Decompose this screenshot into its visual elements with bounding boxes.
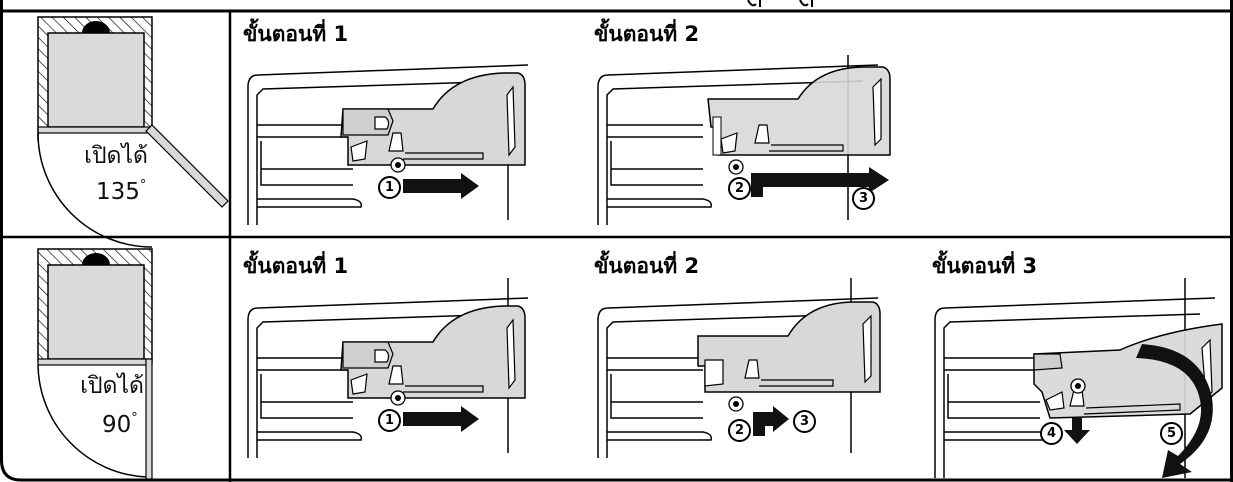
door-angle-label: 90° [102, 411, 138, 438]
step-marker: 5 [1160, 422, 1183, 445]
step-title: ขั้นตอนที่ 2 [594, 254, 700, 278]
step-marker: 1 [378, 409, 401, 432]
door-angle-value: 135 [96, 179, 140, 205]
step-marker: 2 [728, 419, 751, 442]
drawer-illustration [247, 278, 529, 458]
step-title: ขั้นตอนที่ 2 [594, 22, 700, 46]
step-title: ขั้นตอนที่ 1 [243, 22, 349, 46]
step-title: ขั้นตอนที่ 3 [932, 254, 1038, 278]
degree-symbol: ° [131, 411, 138, 426]
degree-symbol: ° [139, 178, 147, 193]
step-marker: 1 [378, 176, 401, 199]
drawer-illustration [934, 278, 1223, 478]
step-marker: 4 [1040, 422, 1063, 445]
door-open-label: เปิดได้ [84, 143, 148, 169]
drawer-illustration [247, 64, 529, 225]
drawer-illustration [597, 55, 891, 225]
door-135-diagram [37, 16, 229, 248]
step-marker: 2 [728, 177, 751, 200]
step-title: ขั้นตอนที่ 1 [243, 254, 349, 278]
step-marker: 3 [793, 410, 816, 433]
door-angle-value: 90 [102, 412, 132, 438]
door-open-label: เปิดได้ [80, 373, 144, 399]
door-90-diagram [37, 248, 153, 480]
door-angle-label: 135° [96, 178, 147, 205]
step-marker: 3 [852, 187, 875, 210]
drawer-illustration [597, 278, 881, 458]
